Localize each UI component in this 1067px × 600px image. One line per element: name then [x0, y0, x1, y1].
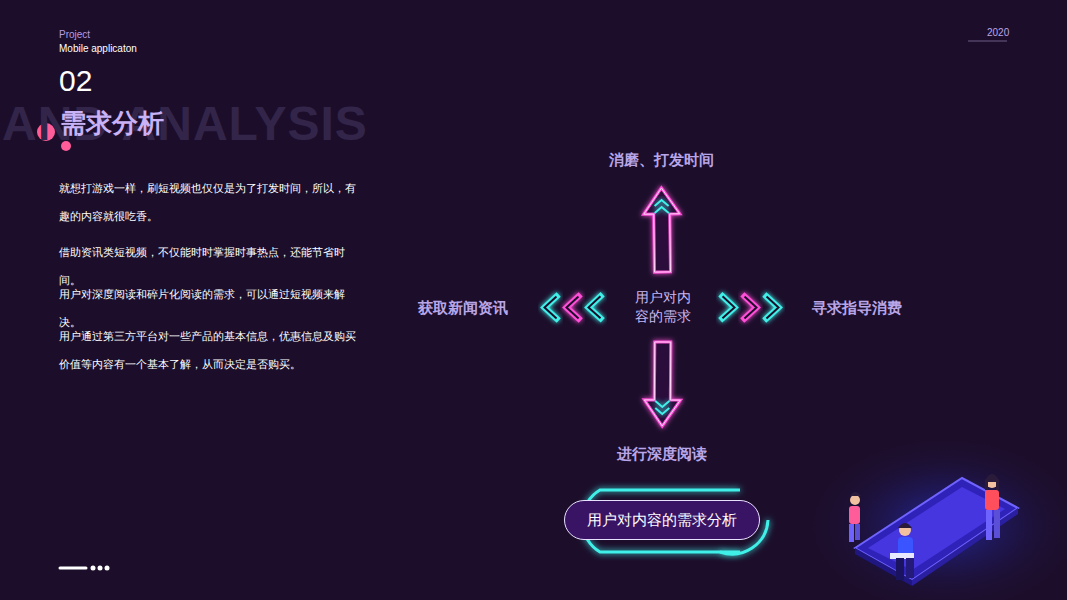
arrow-core: [644, 188, 680, 272]
neon-arrow: [545, 296, 601, 318]
year-rule: [968, 41, 1007, 42]
arrow-chevron-core: [589, 296, 601, 318]
page-dot: [105, 566, 110, 571]
arrow-chevron: [567, 296, 579, 318]
arrow-chevron-core: [766, 297, 778, 319]
arrow-chevron-core: [567, 296, 579, 318]
arrow-chevron-core: [722, 296, 734, 318]
arrow-chevron: [744, 296, 756, 318]
watermark: AND ANALYSIS: [2, 96, 368, 151]
neon-arrow: [644, 188, 680, 272]
arrow-chevron: [545, 297, 557, 319]
node-text: 进行深度阅读: [617, 444, 707, 464]
project-name: Mobile applicaton: [59, 43, 137, 54]
arrow-chevron: [722, 296, 734, 318]
need-label: 消磨、打发时间: [605, 148, 718, 172]
arrow-chevron: [766, 297, 778, 319]
page-indicator: [60, 567, 86, 570]
need-label: 获取新闻资讯: [414, 296, 512, 320]
node-text: 寻求指导消费: [812, 298, 902, 318]
center-node: 用户对内容的需求: [631, 286, 695, 328]
arrow-chevron: [655, 207, 669, 213]
page-dot: [91, 566, 96, 571]
arrow-core: [644, 342, 680, 426]
neon-arrow: [644, 342, 680, 426]
slide-title: 需求分析: [60, 106, 164, 141]
arrow-outline: [644, 188, 680, 272]
arrow-chevron: [589, 296, 601, 318]
phone-illustration: [805, 435, 1067, 600]
paragraph: 借助资讯类短视频，不仅能时时掌握时事热点，还能节省时间。: [59, 238, 364, 294]
summary-pill: 用户对内容的需求分析: [564, 500, 760, 540]
arrow-outline: [644, 342, 680, 426]
node-text: 用户对内容的需求分析: [587, 510, 737, 530]
neon-arrow: [722, 296, 778, 318]
project-tag: Project: [59, 29, 90, 40]
arrow-chevron-core: [744, 296, 756, 318]
paragraph: 就想打游戏一样，刷短视频也仅仅是为了打发时间，所以，有趣的内容就很吃香。: [59, 174, 364, 230]
paragraph: 用户通过第三方平台对一些产品的基本信息，优惠信息及购买价值等内容有一个基本了解，…: [59, 322, 364, 378]
node-text: 消磨、打发时间: [609, 150, 714, 170]
section-number: 02: [59, 64, 92, 98]
node-text: 获取新闻资讯: [418, 298, 508, 318]
node-text: 用户对内容的需求: [635, 288, 691, 326]
arrow-chevron: [655, 200, 669, 206]
arrow-chevron-core: [545, 297, 557, 319]
need-label: 寻求指导消费: [808, 296, 906, 320]
year: 2020: [987, 27, 1009, 38]
arrow-chevron: [655, 401, 669, 407]
need-label: 进行深度阅读: [613, 442, 711, 466]
arrow-chevron: [655, 408, 669, 414]
paragraph: 用户对深度阅读和碎片化阅读的需求，可以通过短视频来解决。: [59, 280, 364, 336]
page-dot: [98, 566, 103, 571]
